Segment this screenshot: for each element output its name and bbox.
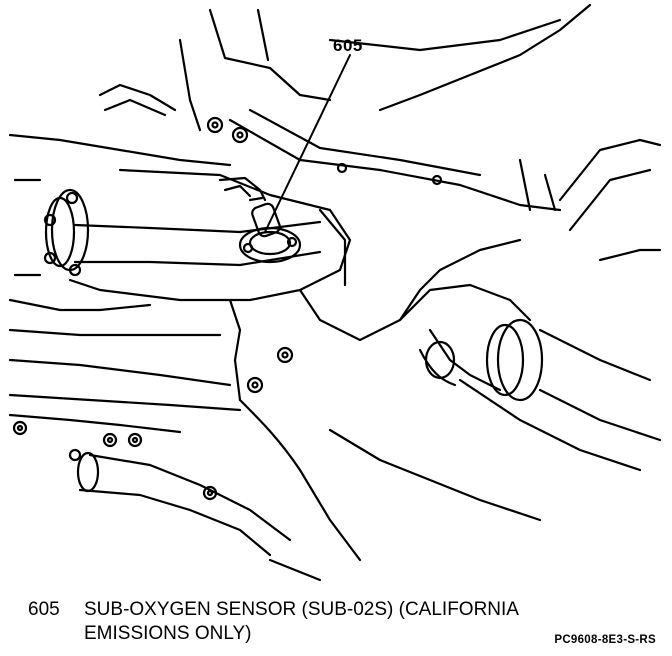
exhaust-sensor-illustration [8,3,662,582]
frame-bolts [12,116,443,501]
legend-line-1: SUB-OXYGEN SENSOR (SUB-02S) (CALIFORNIA [84,599,519,620]
sub-oxygen-sensor [218,176,302,264]
lower-pipes [8,358,542,582]
callout-leader-line [264,54,351,233]
converter-body [8,168,522,402]
callout-label-605: 605 [333,36,363,55]
legend-line-2: EMISSIONS ONLY) [84,623,252,644]
legend-number: 605 [28,599,60,620]
rear-assembly [398,283,662,472]
legend: 605 SUB-OXYGEN SENSOR (SUB-02S) (CALIFORN… [28,598,519,646]
figure-reference: PC9608-8E3-S-RS [554,634,656,646]
vehicle-frame [8,3,662,262]
